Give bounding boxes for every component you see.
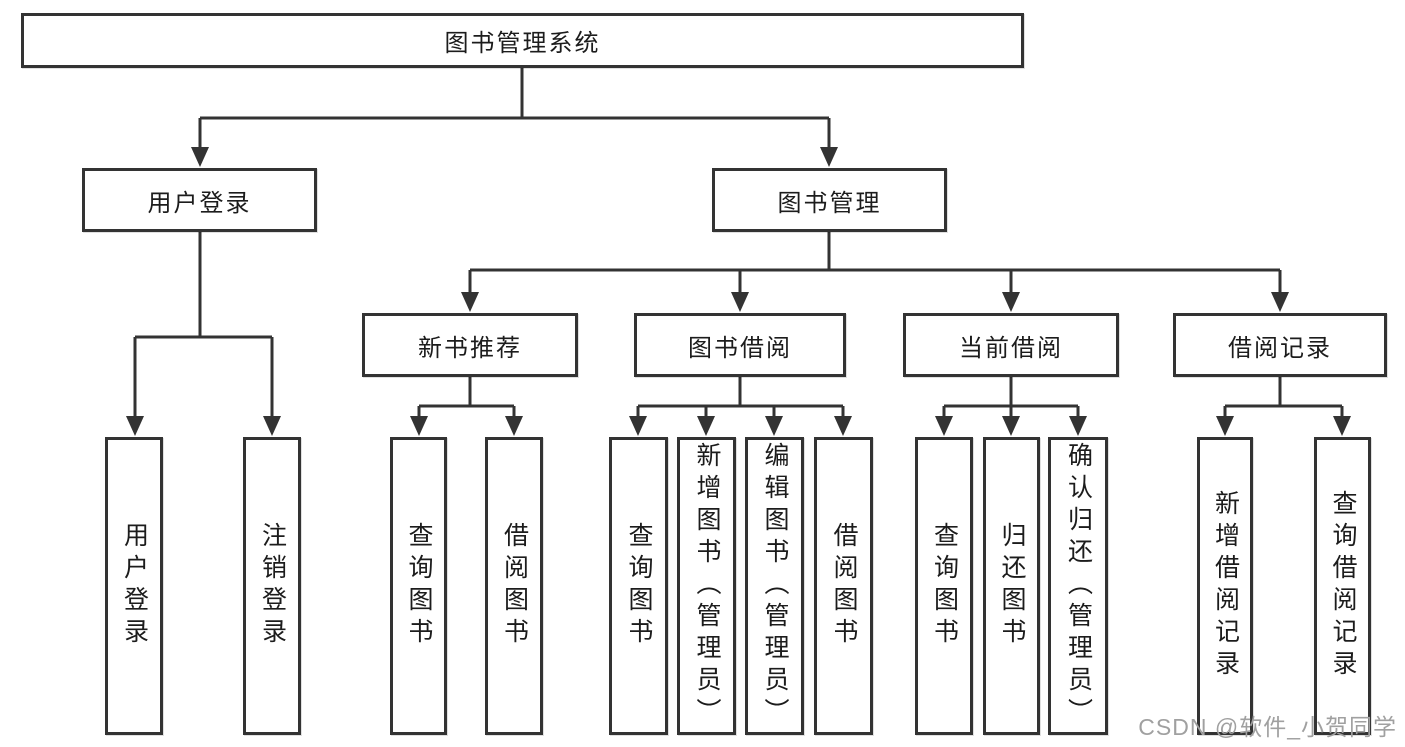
branch-book-management: 图书管理 (712, 168, 947, 232)
leaf-confirm-return-admin: 确认归还（管理员） (1048, 437, 1108, 735)
leaf-borrow-books-label: 借阅图书 (830, 522, 858, 650)
leaf-borrow-books: 借阅图书 (814, 437, 873, 735)
root-node-library-management-system: 图书管理系统 (21, 13, 1024, 68)
leaf-query-books-borrow: 查询图书 (609, 437, 668, 735)
leaf-borrow-books-recommend: 借阅图书 (485, 437, 543, 735)
leaf-query-borrow-record: 查询借阅记录 (1314, 437, 1371, 735)
branch-user-login-label: 用户登录 (147, 189, 252, 217)
node-new-book-recommend: 新书推荐 (362, 313, 578, 377)
leaf-query-books-current-label: 查询图书 (930, 522, 959, 650)
node-new-book-recommend-label: 新书推荐 (418, 334, 522, 362)
node-current-borrow-label: 当前借阅 (959, 334, 1063, 362)
leaf-query-books-borrow-label: 查询图书 (625, 522, 653, 650)
leaf-return-books-label: 归还图书 (998, 522, 1026, 650)
leaf-confirm-return-admin-label: 确认归还（管理员） (1064, 442, 1093, 730)
branch-book-management-label: 图书管理 (777, 189, 882, 217)
leaf-edit-books-admin: 编辑图书（管理员） (745, 437, 804, 735)
node-book-borrow-label: 图书借阅 (688, 334, 792, 362)
leaf-add-borrow-record-label: 新增借阅记录 (1211, 490, 1240, 682)
leaf-add-borrow-record: 新增借阅记录 (1197, 437, 1253, 735)
leaf-return-books: 归还图书 (983, 437, 1040, 735)
leaf-query-books-recommend-label: 查询图书 (405, 522, 433, 650)
leaf-user-login-label: 用户登录 (120, 522, 149, 650)
node-book-borrow: 图书借阅 (634, 313, 846, 377)
leaf-add-books-admin: 新增图书（管理员） (677, 437, 736, 735)
csdn-watermark: CSDN @软件_小贺同学 (1138, 714, 1397, 740)
leaf-query-books-current: 查询图书 (915, 437, 973, 735)
leaf-query-borrow-record-label: 查询借阅记录 (1329, 490, 1357, 682)
node-borrow-records: 借阅记录 (1173, 313, 1387, 377)
node-current-borrow: 当前借阅 (903, 313, 1119, 377)
node-borrow-records-label: 借阅记录 (1228, 334, 1332, 362)
leaf-edit-books-admin-label: 编辑图书（管理员） (761, 442, 789, 730)
root-node-label: 图书管理系统 (444, 30, 601, 57)
leaf-user-login: 用户登录 (105, 437, 163, 735)
leaf-logout: 注销登录 (243, 437, 301, 735)
leaf-borrow-books-recommend-label: 借阅图书 (500, 522, 529, 650)
leaf-query-books-recommend: 查询图书 (390, 437, 447, 735)
leaf-add-books-admin-label: 新增图书（管理员） (693, 442, 721, 730)
arrowheads (126, 147, 1351, 436)
branch-user-login: 用户登录 (82, 168, 317, 232)
leaf-logout-label: 注销登录 (258, 522, 287, 650)
